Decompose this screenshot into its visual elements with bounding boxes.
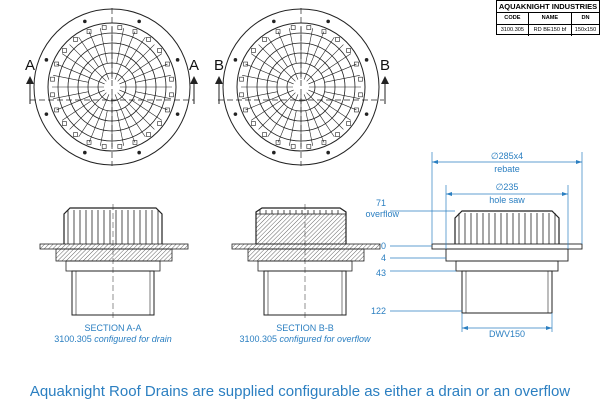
header-name: NAME — [529, 13, 573, 24]
section-marker-b-left: B — [214, 57, 224, 74]
overflow-label: overflow — [365, 209, 399, 219]
company-name: AQUAKNIGHT INDUSTRIES — [497, 2, 599, 13]
value-dn: 150x150 — [574, 27, 597, 33]
title-block: AQUAKNIGHT INDUSTRIES CODE NAME DN 3100.… — [496, 0, 600, 36]
footer-caption: Aquaknight Roof Drains are supplied conf… — [29, 383, 571, 400]
grate-ribs — [458, 213, 556, 244]
section-b-title: SECTION B-B — [276, 323, 334, 333]
level-0: 0 — [381, 241, 386, 251]
rebate-diameter: ∅285x4 — [491, 151, 523, 161]
pipe-label: DWV150 — [489, 329, 525, 339]
section-a-caption: 3100.305 configured for drain — [54, 334, 172, 344]
section-b-code: 3100.305 — [239, 334, 277, 344]
section-marker-a-right: A — [189, 57, 199, 74]
hole-label: hole saw — [489, 195, 525, 205]
section-b-caption: 3100.305 configured for overflow — [239, 334, 371, 344]
section-b-drawing — [231, 204, 381, 320]
overflow-value: 71 — [376, 198, 386, 208]
elevation-view — [431, 210, 583, 314]
rebate-label: rebate — [494, 164, 520, 174]
grate-pattern — [239, 25, 363, 149]
value-code: 3100.305 — [497, 25, 529, 36]
section-a-title: SECTION A-A — [84, 323, 141, 333]
hole-diameter: ∅235 — [496, 182, 519, 192]
header-code: CODE — [497, 13, 529, 24]
level-122: 122 — [371, 306, 386, 316]
plan-view-b: B B — [214, 8, 390, 166]
title-block-header-row: CODE NAME DN — [497, 13, 599, 25]
bolt-holes — [44, 19, 180, 155]
bolt-holes — [233, 19, 369, 155]
header-dn: DN — [581, 15, 590, 21]
section-marker-a-left: A — [25, 57, 35, 74]
level-43: 43 — [376, 268, 386, 278]
value-name: RD BE150 bf — [529, 25, 573, 36]
section-marker-b-right: B — [380, 57, 390, 74]
dimension-arrows — [432, 160, 582, 330]
plan-view-a: A A — [25, 8, 199, 166]
grate-ribs — [67, 210, 159, 244]
section-a-drawing — [39, 204, 189, 320]
section-a-code: 3100.305 — [54, 334, 92, 344]
level-4: 4 — [381, 253, 386, 263]
title-block-value-row: 3100.305 RD BE150 bf 150x150 — [497, 25, 599, 36]
section-b-config: configured for overflow — [280, 334, 372, 344]
grate-ribs — [259, 210, 339, 214]
section-a-config: configured for drain — [94, 334, 172, 344]
dimension-lines — [390, 152, 583, 332]
